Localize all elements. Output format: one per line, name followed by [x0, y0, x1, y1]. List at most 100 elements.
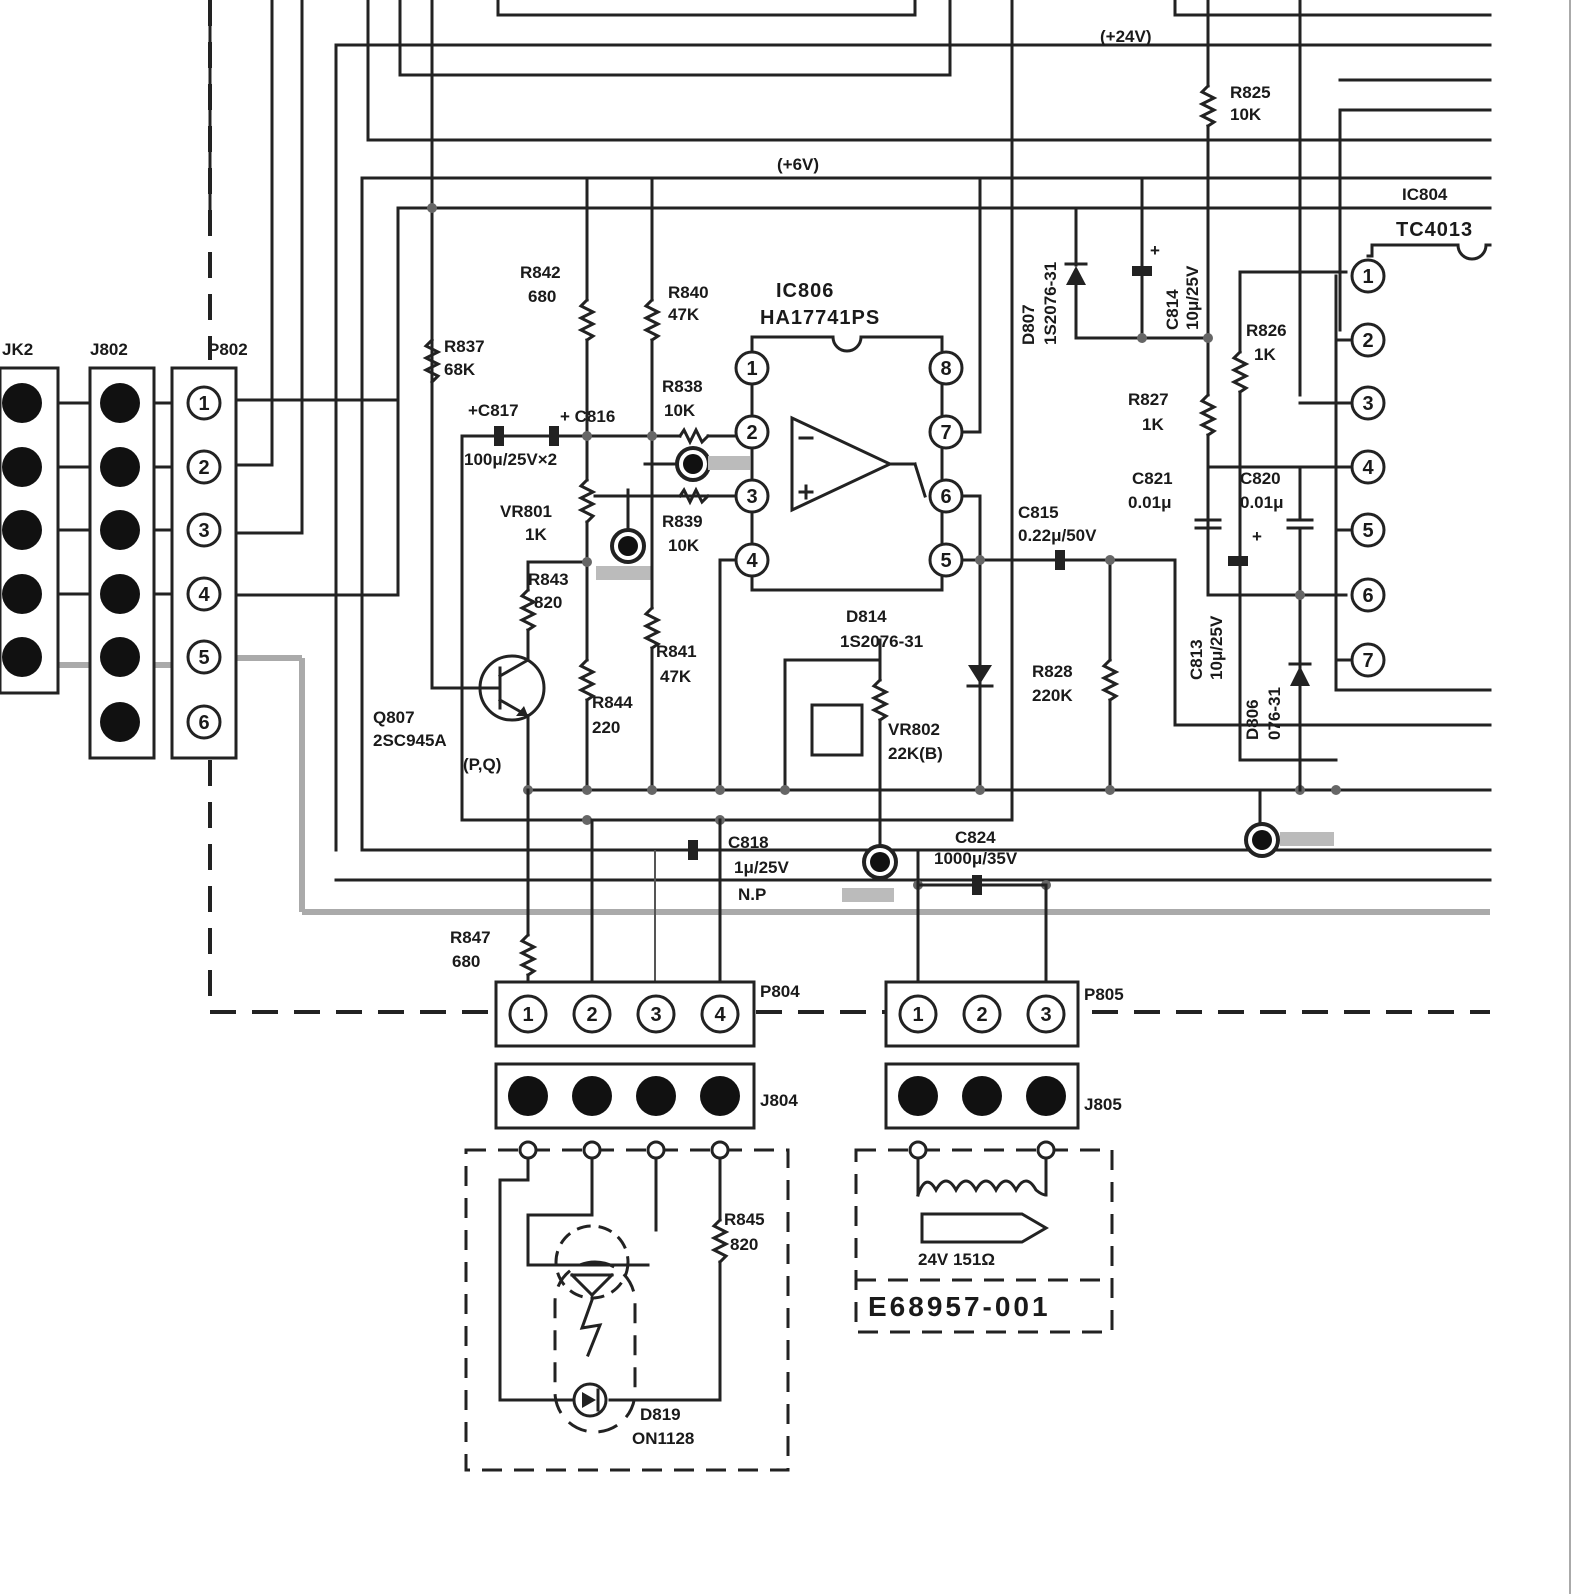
bus-wires [0, 0, 1492, 915]
d819-type: ON1128 [632, 1429, 694, 1448]
p804-pin-2: 2 [586, 1004, 597, 1026]
r838-resistor: R838 10K [650, 377, 738, 446]
svg-text:C821: C821 [1132, 469, 1173, 488]
r825-resistor: R825 10K [1198, 0, 1271, 397]
svg-text:Q807: Q807 [373, 708, 415, 727]
rail-24v-label: (+24V) [1100, 27, 1152, 46]
test-point-tp3 [842, 818, 898, 902]
svg-text:100μ/25V×2: 100μ/25V×2 [464, 450, 557, 469]
svg-text:R840: R840 [668, 283, 709, 302]
svg-text:1000μ/35V: 1000μ/35V [934, 849, 1018, 868]
svg-text:VR801: VR801 [500, 502, 552, 521]
r844-resistor: R844 220 [577, 560, 633, 792]
svg-text:10K: 10K [664, 401, 696, 420]
c818-capacitor: C818 1μ/25V N.P [650, 818, 789, 904]
ic804-pin-7: 7 [1362, 650, 1373, 672]
svg-text:22K(B): 22K(B) [888, 744, 943, 763]
ic804-pin-2: 2 [1362, 330, 1373, 352]
r845-label: R845 [724, 1210, 765, 1229]
ic806-pin-1: 1 [746, 358, 757, 380]
q807-transistor: Q807 2SC945A (P,Q) [373, 654, 546, 792]
svg-text:R827: R827 [1128, 390, 1169, 409]
svg-text:1K: 1K [1142, 415, 1164, 434]
c824-capacitor: C824 1000μ/35V [916, 828, 1048, 895]
svg-text:220: 220 [592, 718, 620, 737]
connector-p802: 1 2 3 4 5 6 P802 [170, 340, 248, 760]
ic806-pin-3: 3 [746, 486, 757, 508]
svg-text:VR802: VR802 [888, 720, 940, 739]
ic804-label: IC804 [1402, 185, 1448, 204]
c813-capacitor: + C813 10μ/25V [1187, 527, 1262, 680]
svg-text:N.P: N.P [738, 885, 766, 904]
svg-text:R843: R843 [528, 570, 569, 589]
ic806-pin-2: 2 [746, 422, 757, 444]
svg-text:R839: R839 [662, 512, 703, 531]
jk2-label: JK2 [2, 340, 33, 359]
r840-resistor: R840 47K [642, 176, 709, 438]
svg-text:R826: R826 [1246, 321, 1287, 340]
ic806-pin-7: 7 [940, 422, 951, 444]
d819-label: D819 [640, 1405, 681, 1424]
svg-text:R828: R828 [1032, 662, 1073, 681]
p802-pin-5: 5 [198, 647, 209, 669]
svg-text:1K: 1K [525, 525, 547, 544]
part-number: E68957-001 [868, 1291, 1051, 1322]
test-point-tp1 [596, 488, 652, 580]
svg-text:10K: 10K [1230, 105, 1262, 124]
svg-text:47K: 47K [660, 667, 692, 686]
connector-p805: 1 2 3 P805 [884, 980, 1124, 1048]
svg-text:R844: R844 [592, 693, 633, 712]
svg-text:820: 820 [534, 593, 562, 612]
r841-resistor: R841 47K [642, 434, 697, 792]
p804-pin-1: 1 [522, 1004, 533, 1026]
p802-pin-6: 6 [198, 712, 209, 734]
svg-text:0.22μ/50V: 0.22μ/50V [1018, 526, 1097, 545]
p802-pin-4: 4 [198, 584, 210, 606]
p802-pin-3: 3 [198, 520, 209, 542]
svg-text:D814: D814 [846, 607, 887, 626]
p805-pin-3: 3 [1040, 1004, 1051, 1026]
r839-resistor: R839 10K [662, 486, 738, 555]
svg-text:0.01μ: 0.01μ [1240, 493, 1284, 512]
c815-capacitor: C815 0.22μ/50V [1018, 503, 1097, 570]
d807-diode: D807 1S2076-31 [1019, 206, 1210, 345]
svg-text:47K: 47K [668, 305, 700, 324]
solenoid-board: 24V 151Ω E68957-001 [854, 1140, 1114, 1334]
p802-pin-1: 1 [198, 393, 209, 415]
r845-value: 820 [730, 1235, 758, 1254]
test-point-tp2 [643, 446, 750, 482]
svg-text:076-31: 076-31 [1265, 687, 1284, 740]
r826-resistor: R826 1K [1230, 270, 1348, 762]
r847-label: R847 [450, 928, 491, 947]
rail-6v-label: (+6V) [777, 155, 819, 174]
svg-text:+C817: +C817 [468, 401, 519, 420]
svg-text:C818: C818 [728, 833, 769, 852]
svg-text:220K: 220K [1032, 686, 1073, 705]
d806-diode: D806 076-31 [1243, 593, 1312, 740]
ic806-pin-8: 8 [940, 358, 951, 380]
svg-text:D807: D807 [1019, 304, 1038, 345]
ic804-pin-6: 6 [1362, 585, 1373, 607]
svg-text:10K: 10K [668, 536, 700, 555]
jk2-j802-wires [56, 401, 174, 596]
ic806-label: IC806 [776, 280, 834, 302]
ic804-pin-1: 1 [1362, 266, 1373, 288]
p805-label: P805 [1084, 985, 1124, 1004]
connector-j804: J804 [494, 1062, 798, 1130]
svg-text:R841: R841 [656, 642, 697, 661]
svg-text:2SC945A: 2SC945A [373, 731, 447, 750]
r828-resistor: R828 220K [1032, 558, 1120, 792]
ic806-opamp: 1 2 3 4 8 7 6 5 IC806 HA17741PS [734, 280, 964, 592]
connector-p804: 1 2 3 4 P804 [494, 980, 800, 1048]
svg-text:C815: C815 [1018, 503, 1059, 522]
r843-resistor: R843 820 [518, 560, 592, 666]
vr802-potentiometer: VR802 22K(B) [783, 638, 943, 822]
svg-text:+: + [1252, 527, 1262, 546]
j805-label: J805 [1084, 1095, 1122, 1114]
p804-pin-4: 4 [714, 1004, 726, 1026]
p804-label: P804 [760, 982, 800, 1001]
svg-text:10μ/25V: 10μ/25V [1183, 265, 1202, 330]
svg-text:C813: C813 [1187, 639, 1206, 680]
svg-text:1μ/25V: 1μ/25V [734, 858, 789, 877]
